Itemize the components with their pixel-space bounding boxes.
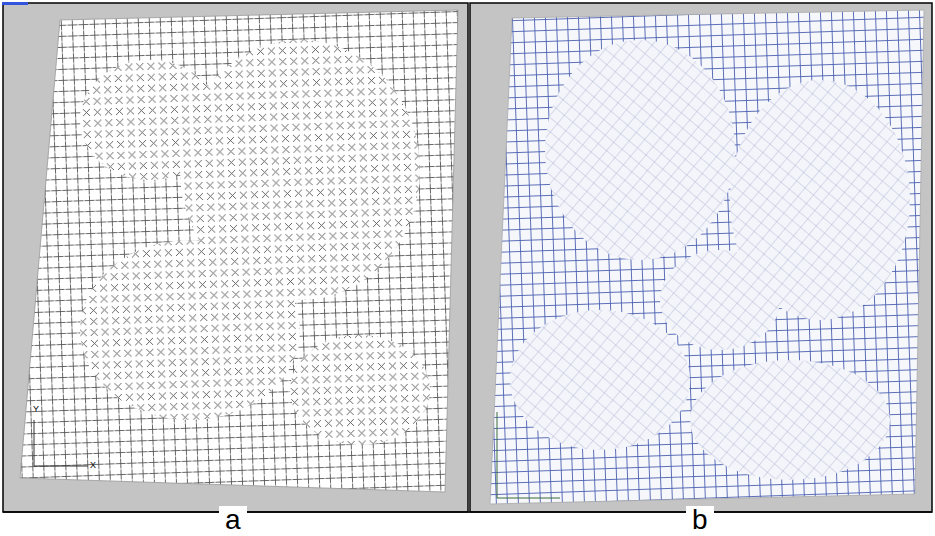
panel-label: b (686, 506, 714, 534)
axis-label: Y (33, 405, 39, 414)
frame-line (3, 511, 932, 513)
axis-lines (497, 412, 560, 498)
toolbar-mark (2, 2, 28, 5)
axis-lines (34, 420, 88, 466)
grid-mesh (470, 0, 935, 512)
panel-label: a (219, 506, 247, 534)
axis-label: X (90, 461, 96, 470)
cross-mesh (0, 0, 470, 512)
